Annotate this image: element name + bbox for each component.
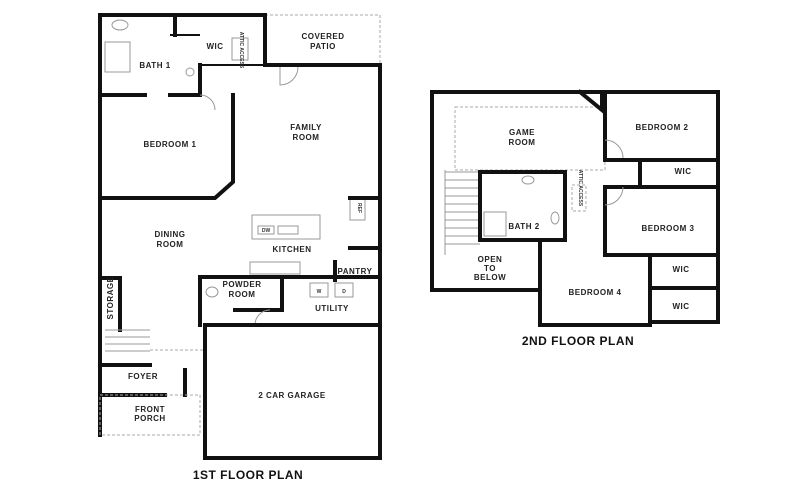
attic-access-hatch: [571, 184, 587, 212]
second-floor-title: 2ND FLOOR PLAN: [522, 334, 634, 348]
room-label-dining-room: DINING: [155, 230, 186, 239]
label-open-to-below: BELOW: [474, 273, 506, 282]
room-label-pantry: PANTRY: [338, 267, 373, 276]
front-porch-outline: [99, 394, 201, 436]
room-label-foyer: FOYER: [128, 372, 158, 381]
room-label-powder-room: ROOM: [229, 290, 256, 299]
room-label-covered-patio: PATIO: [310, 42, 336, 51]
room-label-bath2: BATH 2: [508, 222, 539, 231]
room-label-bath1: BATH 1: [139, 61, 170, 70]
room-label-front-porch: FRONT: [135, 405, 165, 414]
dryer: [334, 282, 354, 298]
label-open-to-below: TO: [484, 264, 496, 273]
toilet-icon: [550, 211, 560, 225]
room-label-bedroom2: BEDROOM 2: [636, 123, 689, 132]
sink-icon: [521, 175, 535, 185]
shower-icon: [104, 41, 131, 73]
room-label-bedroom4: BEDROOM 4: [569, 288, 622, 297]
room-label-wic: WIC: [206, 42, 223, 51]
label-attic-access: ATTIC ACCESS: [238, 32, 244, 69]
wall: [198, 275, 382, 327]
sink-icon: [185, 67, 195, 77]
room-label-wic: WIC: [674, 167, 691, 176]
label-ref: REF: [356, 203, 362, 213]
door-swing: [199, 94, 216, 111]
label-attic-access: ATTIC ACCESS: [577, 170, 583, 207]
garage-walls: [203, 323, 382, 460]
room-label-front-porch: PORCH: [134, 414, 165, 423]
bathtub-icon: [483, 211, 507, 237]
stairs: [105, 329, 205, 352]
room-label-covered-patio: COVERED: [301, 32, 344, 41]
range: [249, 261, 301, 275]
room-label-bedroom1: BEDROOM 1: [144, 140, 197, 149]
room-label-utility: UTILITY: [315, 304, 349, 313]
room-label-wic: WIC: [672, 302, 689, 311]
room-label-game-room: GAME: [509, 128, 535, 137]
first-floor-title: 1ST FLOOR PLAN: [193, 468, 303, 482]
room-label-wic: WIC: [672, 265, 689, 274]
room-label-bedroom3: BEDROOM 3: [642, 224, 695, 233]
sink-icon: [277, 225, 299, 235]
room-label-kitchen: KITCHEN: [272, 245, 311, 254]
kitchen-island: [251, 214, 321, 240]
room-label-family-room: FAMILY: [290, 123, 322, 132]
label-dw: DW: [262, 228, 271, 234]
patio-door-swing: [279, 66, 299, 86]
label-dryer: D: [342, 289, 346, 295]
room-label-dining-room: ROOM: [157, 240, 184, 249]
door-swing: [254, 309, 271, 326]
room-label-family-room: ROOM: [293, 133, 320, 142]
label-washer: W: [317, 289, 322, 295]
toilet-icon: [205, 286, 219, 298]
door-swing: [604, 139, 624, 159]
room-label-game-room: ROOM: [509, 138, 536, 147]
room-label-powder-room: POWDER: [223, 280, 262, 289]
room-label-garage: 2 CAR GARAGE: [258, 391, 326, 400]
dishwasher: [257, 225, 275, 235]
attic-access-hatch: [231, 37, 249, 61]
first-floor-plan: BATH 1 WIC ATTIC ACCESS COVERED PATIO BE…: [98, 13, 382, 482]
wall: [98, 93, 235, 200]
toilet-icon: [111, 19, 129, 31]
exterior-wall: [430, 90, 720, 327]
second-floor-plan: GAME ROOM BEDROOM 2 WIC ATTIC ACCESS BAT…: [430, 89, 720, 348]
bath2-walls: [478, 170, 567, 242]
washer: [309, 282, 329, 298]
door-swing: [604, 186, 624, 206]
label-open-to-below: OPEN: [478, 255, 503, 264]
wall: [577, 89, 604, 115]
room-label-storage: STORAGE: [106, 276, 115, 319]
stairs: [444, 170, 480, 255]
